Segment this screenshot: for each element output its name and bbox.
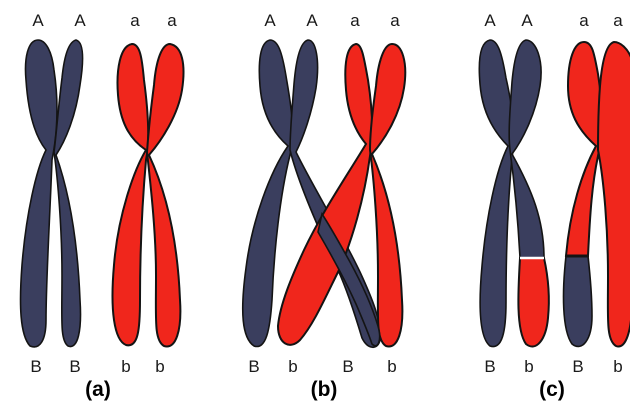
panel-c-red-chromatid-right [598,42,630,347]
panel-c-bottom-label-3: B [572,357,583,376]
panel-c-top-label-1: A [484,11,496,30]
panel-b-top-label-4: a [390,11,400,30]
panel-a-bottom-label-3: b [121,357,130,376]
panel-a-dark-chromatid-right [54,40,83,347]
panel-a-bottom-label-1: B [30,357,41,376]
panel-a-top-label-3: a [130,11,140,30]
panel-c-dark-chromatid-left [479,40,513,347]
panel-c-caption: (c) [539,378,565,401]
panel-b-top-label-2: A [306,11,318,30]
panel-a-bottom-label-2: B [69,357,80,376]
panel-a-top-label-1: A [32,11,44,30]
panel-b: A A a a B b B b (b) [243,11,406,401]
panel-c-red-chromatid-left-upper [566,42,602,256]
panel-c-top-label-2: A [521,11,533,30]
panel-c-dark-segment-on-red [564,256,592,346]
panel-c-bottom-label-4: b [613,357,622,376]
panel-a-caption: (a) [85,378,111,401]
panel-b-top-label-3: a [350,11,360,30]
panel-c-bottom-label-2: b [524,357,533,376]
panel-c-top-label-3: a [579,11,589,30]
panel-a: A A a a B B b b (a) [21,11,184,401]
panel-a-top-label-2: A [74,11,86,30]
panel-a-red-chromatid-right [147,44,184,347]
panel-c: A A a a B b B b (c) [479,11,630,401]
panel-b-bottom-label-4: b [387,357,396,376]
panel-c-top-label-4: a [613,11,623,30]
panel-a-red-chromatid-left [113,44,149,345]
panel-b-top-label-1: A [264,11,276,30]
panel-a-dark-chromatid-left [21,40,58,347]
panel-a-top-label-4: a [167,11,177,30]
panel-c-dark-chromatid-right-upper [509,40,544,258]
panel-b-bottom-label-2: b [288,357,297,376]
panel-b-caption: (b) [311,378,338,401]
panel-c-red-segment-on-dark [518,258,548,346]
panel-b-bottom-label-3: B [342,357,353,376]
panel-b-red-chromatid-right [370,44,405,347]
panel-b-bottom-label-1: B [248,357,259,376]
panel-c-bottom-label-1: B [484,357,495,376]
panel-a-bottom-label-4: b [155,357,164,376]
